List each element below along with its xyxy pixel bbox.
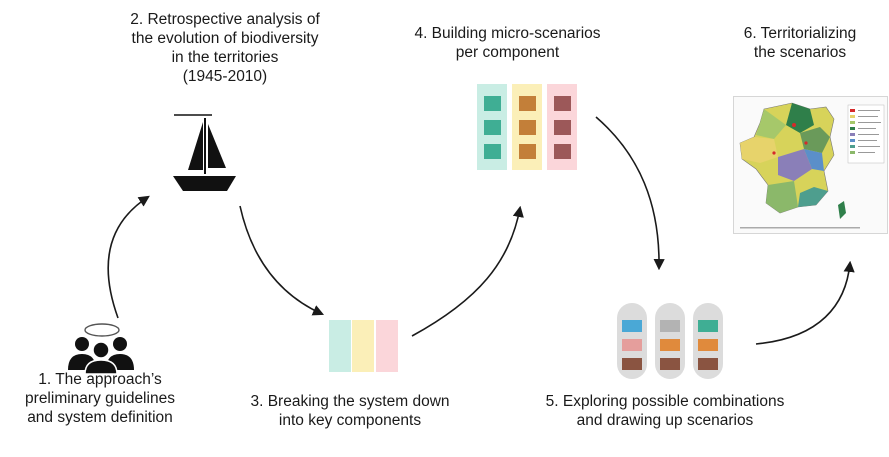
step-4-label: 4. Building micro-scenarios per componen… — [395, 24, 620, 62]
step-1-line-1: 1. The approach’s — [38, 371, 162, 388]
step-1-line-3: and system definition — [27, 409, 173, 426]
arrow-2-to-3 — [239, 205, 325, 316]
step-4-line-2: per component — [455, 44, 560, 61]
people-group-icon — [68, 323, 134, 375]
step-2-line-2: the evolution of biodiversity — [131, 30, 319, 47]
step-3-line-1: 3. Breaking the system down — [250, 393, 450, 410]
step-6-line-2: the scenarios — [753, 44, 847, 61]
arrow-4-to-5 — [595, 116, 665, 271]
sailboat-icon — [173, 114, 236, 191]
step-6-label: 6. Territorializing the scenarios — [725, 24, 875, 62]
component-bars-icon — [329, 320, 398, 372]
halo-icon — [84, 323, 120, 337]
step-6-line-1: 6. Territorializing — [743, 25, 857, 42]
step-5-line-1: 5. Exploring possible combinations — [545, 393, 785, 410]
arrow-3-to-4 — [411, 205, 524, 337]
scenario-capsules-icon — [617, 303, 723, 379]
component-bar-1 — [329, 320, 351, 372]
step-2-line-3: in the territories — [171, 49, 279, 66]
component-bar-2 — [352, 320, 374, 372]
step-3-line-2: into key components — [278, 412, 422, 429]
step-5-line-2: and drawing up scenarios — [576, 412, 754, 429]
step-4-line-1: 4. Building micro-scenarios — [414, 25, 601, 42]
micro-scenario-grid-icon — [477, 84, 577, 170]
step-1-label: 1. The approach’s preliminary guidelines… — [0, 370, 200, 427]
step-2-line-1: 2. Retrospective analysis of — [130, 11, 320, 28]
step-3-label: 3. Breaking the system down into key com… — [225, 392, 475, 430]
arrow-5-to-6 — [755, 260, 855, 345]
arrow-1-to-2 — [107, 195, 150, 319]
step-5-label: 5. Exploring possible combinations and d… — [515, 392, 815, 430]
step-2-label: 2. Retrospective analysis of the evoluti… — [95, 10, 355, 86]
step-1-line-2: preliminary guidelines — [25, 390, 175, 407]
component-bar-3 — [376, 320, 398, 372]
france-map-thumbnail — [733, 96, 888, 234]
step-2-line-4: (1945-2010) — [182, 68, 268, 85]
